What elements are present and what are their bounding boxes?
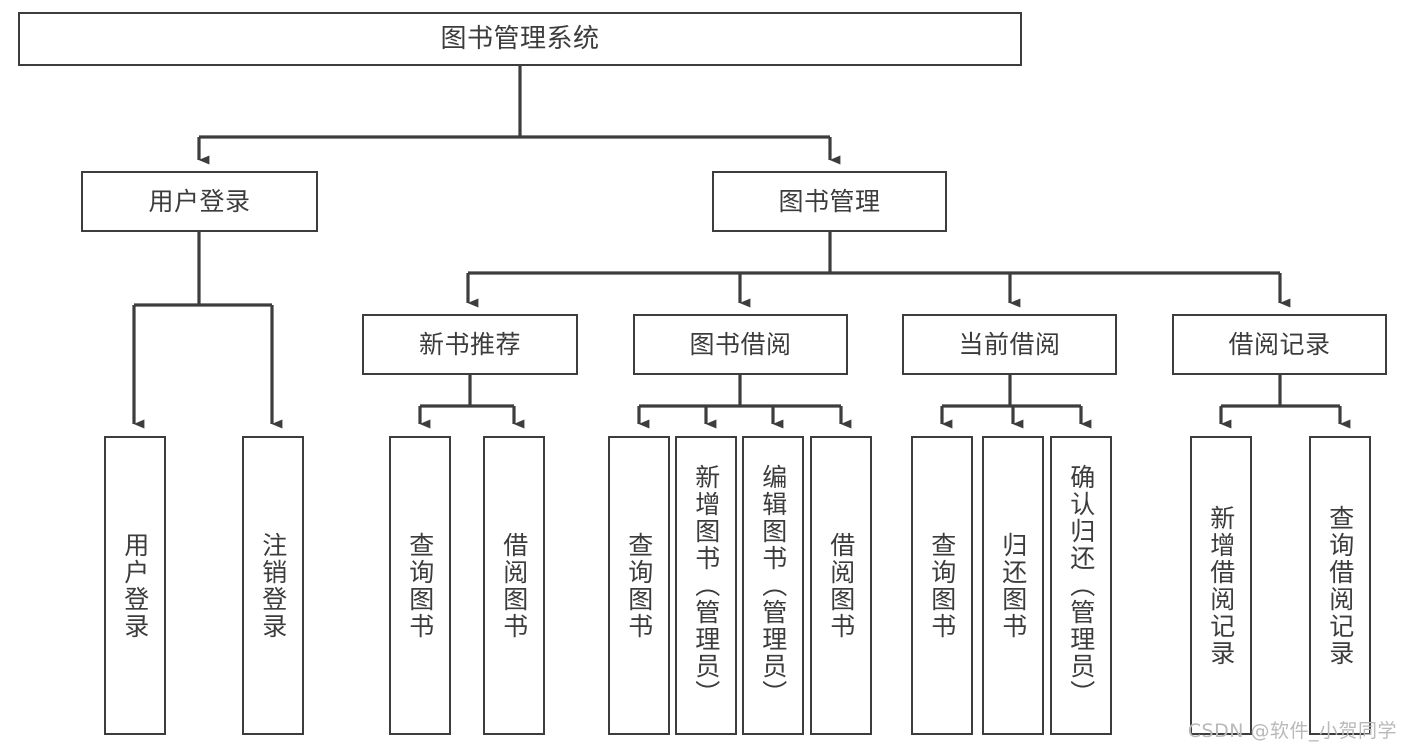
node-label: 图书管理系统	[440, 23, 600, 54]
node-label: 当前借阅	[958, 330, 1061, 359]
node-book-manage[interactable]: 图书管理	[712, 171, 947, 232]
node-label: 新增借阅记录	[1206, 504, 1236, 667]
node-leaf-return-book[interactable]: 归还图书	[982, 436, 1044, 735]
node-leaf-query-book-2[interactable]: 查询图书	[608, 436, 670, 735]
node-leaf-user-login[interactable]: 用户登录	[104, 436, 166, 735]
node-leaf-user-logout[interactable]: 注销登录	[242, 436, 304, 735]
node-label: 查询借阅记录	[1325, 504, 1355, 667]
node-label: 查询图书	[405, 531, 435, 640]
node-label: 用户登录	[148, 187, 251, 216]
node-leaf-query-book-3[interactable]: 查询图书	[911, 436, 973, 735]
node-label: 编辑图书（管理员）	[758, 464, 788, 707]
node-current-borrow[interactable]: 当前借阅	[902, 314, 1117, 375]
node-root[interactable]: 图书管理系统	[18, 12, 1022, 66]
node-label: 确认归还（管理员）	[1066, 464, 1096, 707]
node-label: 新书推荐	[418, 330, 521, 359]
node-leaf-query-record[interactable]: 查询借阅记录	[1309, 436, 1371, 735]
node-user-login[interactable]: 用户登录	[81, 171, 318, 232]
node-leaf-query-book-1[interactable]: 查询图书	[389, 436, 451, 735]
node-label: 归还图书	[998, 531, 1028, 640]
node-leaf-confirm-return[interactable]: 确认归还（管理员）	[1050, 436, 1112, 735]
node-label: 图书借阅	[689, 330, 792, 359]
node-label: 借阅图书	[826, 531, 856, 640]
node-leaf-borrow-book-2[interactable]: 借阅图书	[810, 436, 872, 735]
node-book-borrow[interactable]: 图书借阅	[633, 314, 848, 375]
node-label: 借阅记录	[1228, 330, 1331, 359]
node-label: 借阅图书	[499, 531, 529, 640]
node-label: 查询图书	[927, 531, 957, 640]
node-label: 图书管理	[778, 187, 881, 216]
node-new-book-recommend[interactable]: 新书推荐	[362, 314, 578, 375]
node-borrow-record[interactable]: 借阅记录	[1172, 314, 1387, 375]
node-label: 新增图书（管理员）	[691, 464, 721, 707]
node-leaf-add-book[interactable]: 新增图书（管理员）	[675, 436, 737, 735]
watermark: CSDN @软件_小贺同学	[1187, 720, 1397, 742]
node-label: 注销登录	[258, 531, 288, 640]
node-label: 查询图书	[624, 531, 654, 640]
node-label: 用户登录	[120, 531, 150, 640]
node-leaf-borrow-book-1[interactable]: 借阅图书	[483, 436, 545, 735]
node-leaf-edit-book[interactable]: 编辑图书（管理员）	[742, 436, 804, 735]
node-leaf-add-record[interactable]: 新增借阅记录	[1190, 436, 1252, 735]
